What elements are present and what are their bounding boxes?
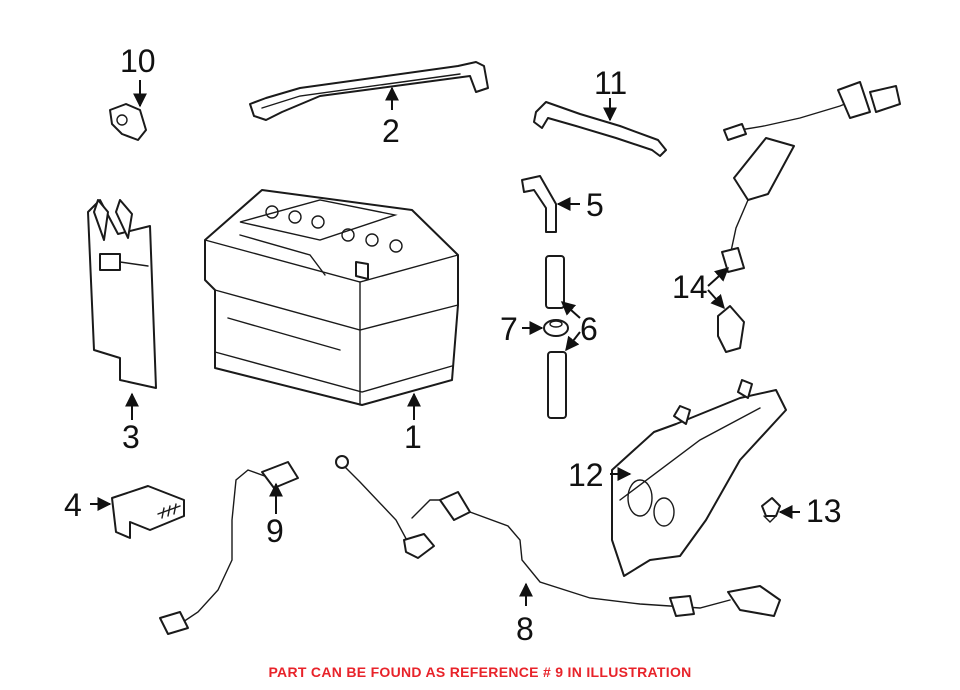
vent-hose-lower-part: [547, 351, 567, 419]
callout-5: 5: [586, 187, 604, 223]
cable-harness-part: [335, 455, 781, 617]
callout-8: 8: [516, 611, 534, 647]
callout-12: 12: [568, 457, 604, 493]
battery-tray-part: [611, 379, 787, 577]
callout-14: 14: [672, 269, 708, 305]
battery-shield-part: [87, 199, 157, 389]
callout-11: 11: [594, 65, 627, 101]
leader-arrows: [90, 80, 800, 606]
callout-13: 13: [806, 493, 842, 529]
positive-cable-part: [717, 81, 901, 353]
vent-elbow-part: [521, 175, 557, 233]
terminal-cover-part: [111, 485, 185, 539]
vent-hose-upper-part: [545, 255, 565, 309]
callout-6: 6: [580, 311, 598, 347]
battery-cable-part: [159, 461, 299, 635]
fastener-part: [761, 497, 781, 523]
clip-part: [109, 103, 147, 141]
callout-4: 4: [64, 487, 82, 523]
callout-2: 2: [382, 113, 400, 149]
vent-tube-part: [533, 101, 667, 157]
hold-down-bar-part: [249, 61, 489, 121]
callout-7: 7: [500, 311, 518, 347]
callout-9: 9: [266, 513, 284, 549]
battery-part: [204, 189, 459, 406]
callout-3: 3: [122, 419, 140, 455]
grommet-part: [543, 319, 569, 337]
reference-note: PART CAN BE FOUND AS REFERENCE # 9 IN IL…: [268, 664, 692, 680]
callout-1: 1: [404, 419, 422, 455]
callout-10: 10: [120, 43, 156, 79]
